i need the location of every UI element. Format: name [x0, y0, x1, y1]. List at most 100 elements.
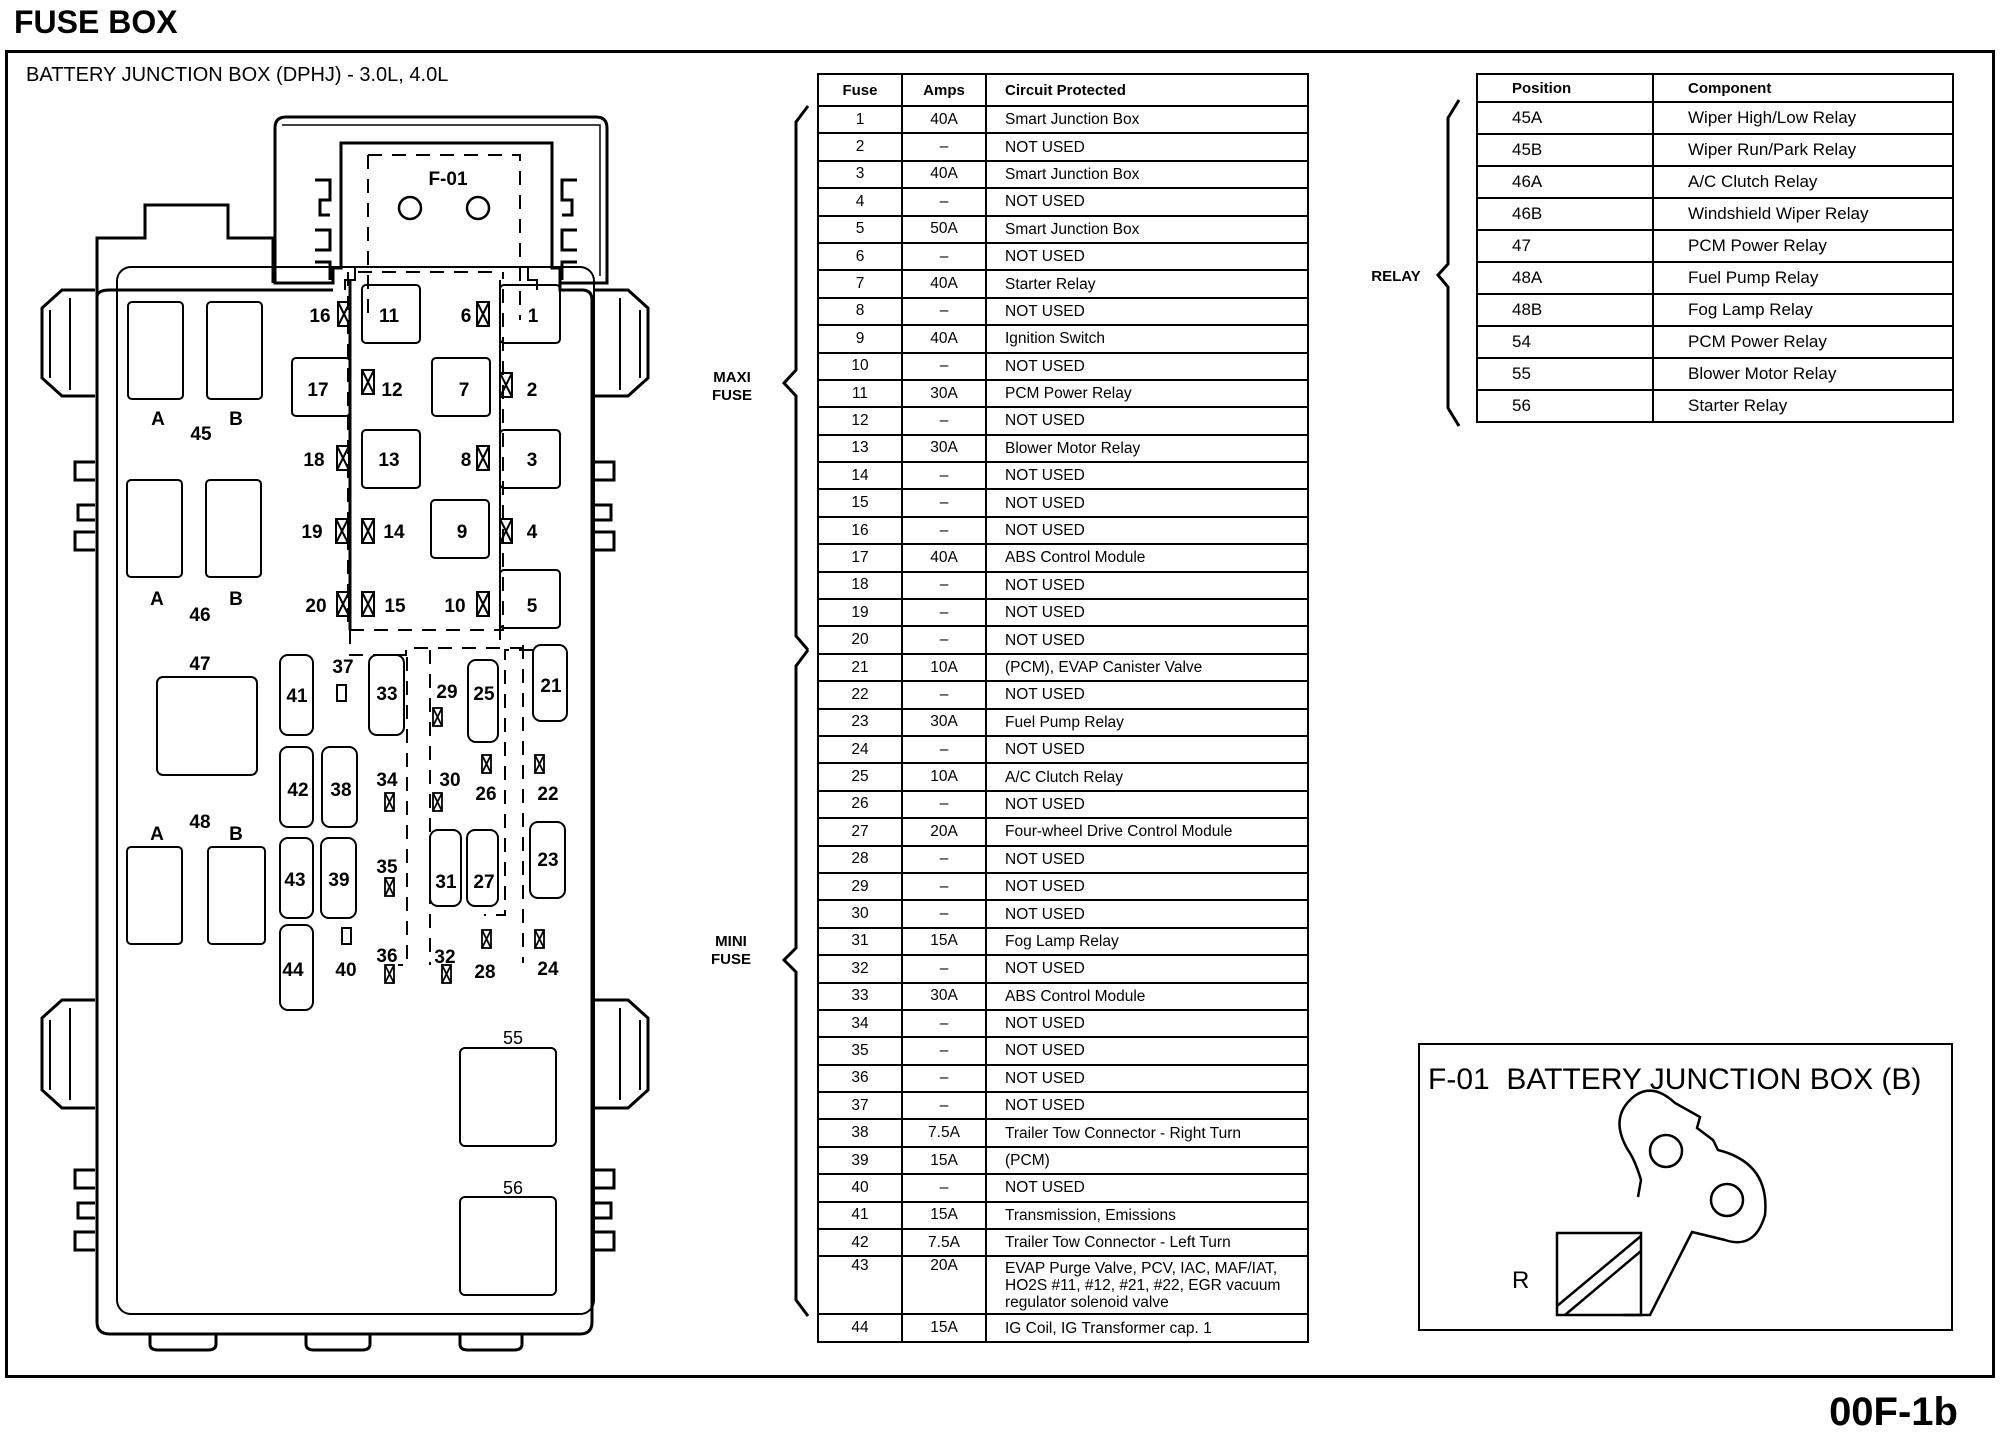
position-label: 47	[189, 654, 210, 675]
fuse-number: 10	[817, 351, 903, 381]
fuse-row: 37–NOT USED	[817, 1091, 1309, 1121]
relay-component: Fuel Pump Relay	[1652, 261, 1954, 295]
fuse-amps: 30A	[901, 707, 987, 737]
position-label: 39	[328, 870, 349, 891]
position-label: 28	[474, 962, 495, 983]
fuse-circuit: NOT USED	[985, 296, 1309, 327]
fuse-amps: 40A	[901, 159, 987, 190]
fuse-row: 2–NOT USED	[817, 132, 1309, 162]
fuse-circuit: Transmission, Emissions	[985, 1200, 1309, 1231]
relay-table-header: Position Component	[1476, 73, 1954, 103]
fuse-amps: 15A	[901, 926, 987, 957]
mini-label-line1: MINI	[715, 933, 747, 950]
mini-fuse-brace	[781, 649, 810, 1317]
fuse-row: 14–NOT USED	[817, 461, 1309, 491]
fuse-row: 8–NOT USED	[817, 296, 1309, 327]
fuse-number: 33	[817, 981, 903, 1011]
inset-title-code: F-01	[1428, 1063, 1490, 1096]
inset-title-text: BATTERY JUNCTION BOX (B)	[1506, 1063, 1922, 1096]
fuse-number: 39	[817, 1145, 903, 1176]
fuse-row: 26–NOT USED	[817, 789, 1309, 820]
fuse-circuit: PCM Power Relay	[985, 378, 1309, 409]
fuse-table-header: Fuse Amps Circuit Protected	[817, 73, 1309, 107]
fuse-row: 10–NOT USED	[817, 351, 1309, 381]
position-label: 41	[286, 686, 308, 707]
fuse-circuit: NOT USED	[985, 625, 1309, 655]
fuse-number: 26	[817, 789, 903, 820]
fuse-circuit: Trailer Tow Connector - Left Turn	[985, 1228, 1309, 1258]
maxi-label-line2: FUSE	[712, 387, 752, 404]
fuse-circuit: ABS Control Module	[985, 543, 1309, 573]
position-label: 1	[528, 306, 539, 327]
fuse-amps: –	[901, 1063, 987, 1094]
fuse-number: 15	[817, 488, 903, 518]
fuse-number: 44	[817, 1313, 903, 1343]
fuse-circuit: Ignition Switch	[985, 324, 1309, 354]
position-label: 10	[444, 596, 465, 617]
position-label: 19	[301, 522, 322, 543]
position-label: 6	[461, 306, 472, 327]
fuse-amps: –	[901, 488, 987, 518]
fuse-row: 19–NOT USED	[817, 598, 1309, 628]
fuse-number: 19	[817, 598, 903, 628]
fuse-circuit: NOT USED	[985, 132, 1309, 162]
fuse-number: 5	[817, 214, 903, 244]
fuse-number: 21	[817, 652, 903, 683]
fuse-amps: –	[901, 734, 987, 765]
fuse-number: 41	[817, 1200, 903, 1231]
fuse-amps: 7.5A	[901, 1118, 987, 1148]
position-label: 18	[303, 450, 324, 471]
fuse-row: 20–NOT USED	[817, 625, 1309, 655]
fuse-circuit: NOT USED	[985, 734, 1309, 765]
header-circuit: Circuit Protected	[985, 73, 1309, 107]
position-label: 4	[527, 522, 538, 543]
position-label: A	[150, 589, 164, 610]
fuse-circuit: Fuel Pump Relay	[985, 707, 1309, 737]
fuse-circuit: EVAP Purge Valve, PCV, IAC, MAF/IAT, HO2…	[985, 1255, 1309, 1316]
position-label: 23	[537, 850, 558, 871]
maxi-fuse-brace	[781, 105, 810, 651]
position-label: 38	[330, 780, 351, 801]
fuse-amps: –	[901, 871, 987, 902]
fuse-number: 36	[817, 1063, 903, 1094]
fuse-amps: –	[901, 1091, 987, 1121]
fuse-number: 7	[817, 269, 903, 299]
position-label: 21	[540, 676, 562, 697]
fuse-amps: –	[901, 899, 987, 929]
fuse-amps: –	[901, 1036, 987, 1066]
fuse-row: 12–NOT USED	[817, 406, 1309, 436]
fuse-circuit: NOT USED	[985, 871, 1309, 902]
fuse-amps: –	[901, 461, 987, 491]
relay-component: Windshield Wiper Relay	[1652, 197, 1954, 231]
fuse-row: 24–NOT USED	[817, 734, 1309, 765]
diagram-code: 00F-1b	[1829, 1390, 1958, 1434]
fuse-circuit: NOT USED	[985, 680, 1309, 710]
header-position: Position	[1476, 73, 1654, 103]
fuse-number: 29	[817, 871, 903, 902]
fuse-amps: 40A	[901, 543, 987, 573]
fuse-amps: 20A	[901, 817, 987, 847]
position-label: 13	[378, 450, 399, 471]
position-label: 22	[537, 784, 558, 805]
relay-position: 48A	[1476, 261, 1654, 295]
diagram-frame	[5, 50, 1995, 1378]
fuse-number: 25	[817, 762, 903, 792]
fuse-circuit: NOT USED	[985, 241, 1309, 272]
fuse-circuit: NOT USED	[985, 1063, 1309, 1094]
fuse-number: 18	[817, 570, 903, 601]
fuse-amps: –	[901, 680, 987, 710]
fuse-number: 32	[817, 954, 903, 984]
mini-label-line2: FUSE	[711, 951, 751, 968]
relay-component: PCM Power Relay	[1652, 325, 1954, 359]
